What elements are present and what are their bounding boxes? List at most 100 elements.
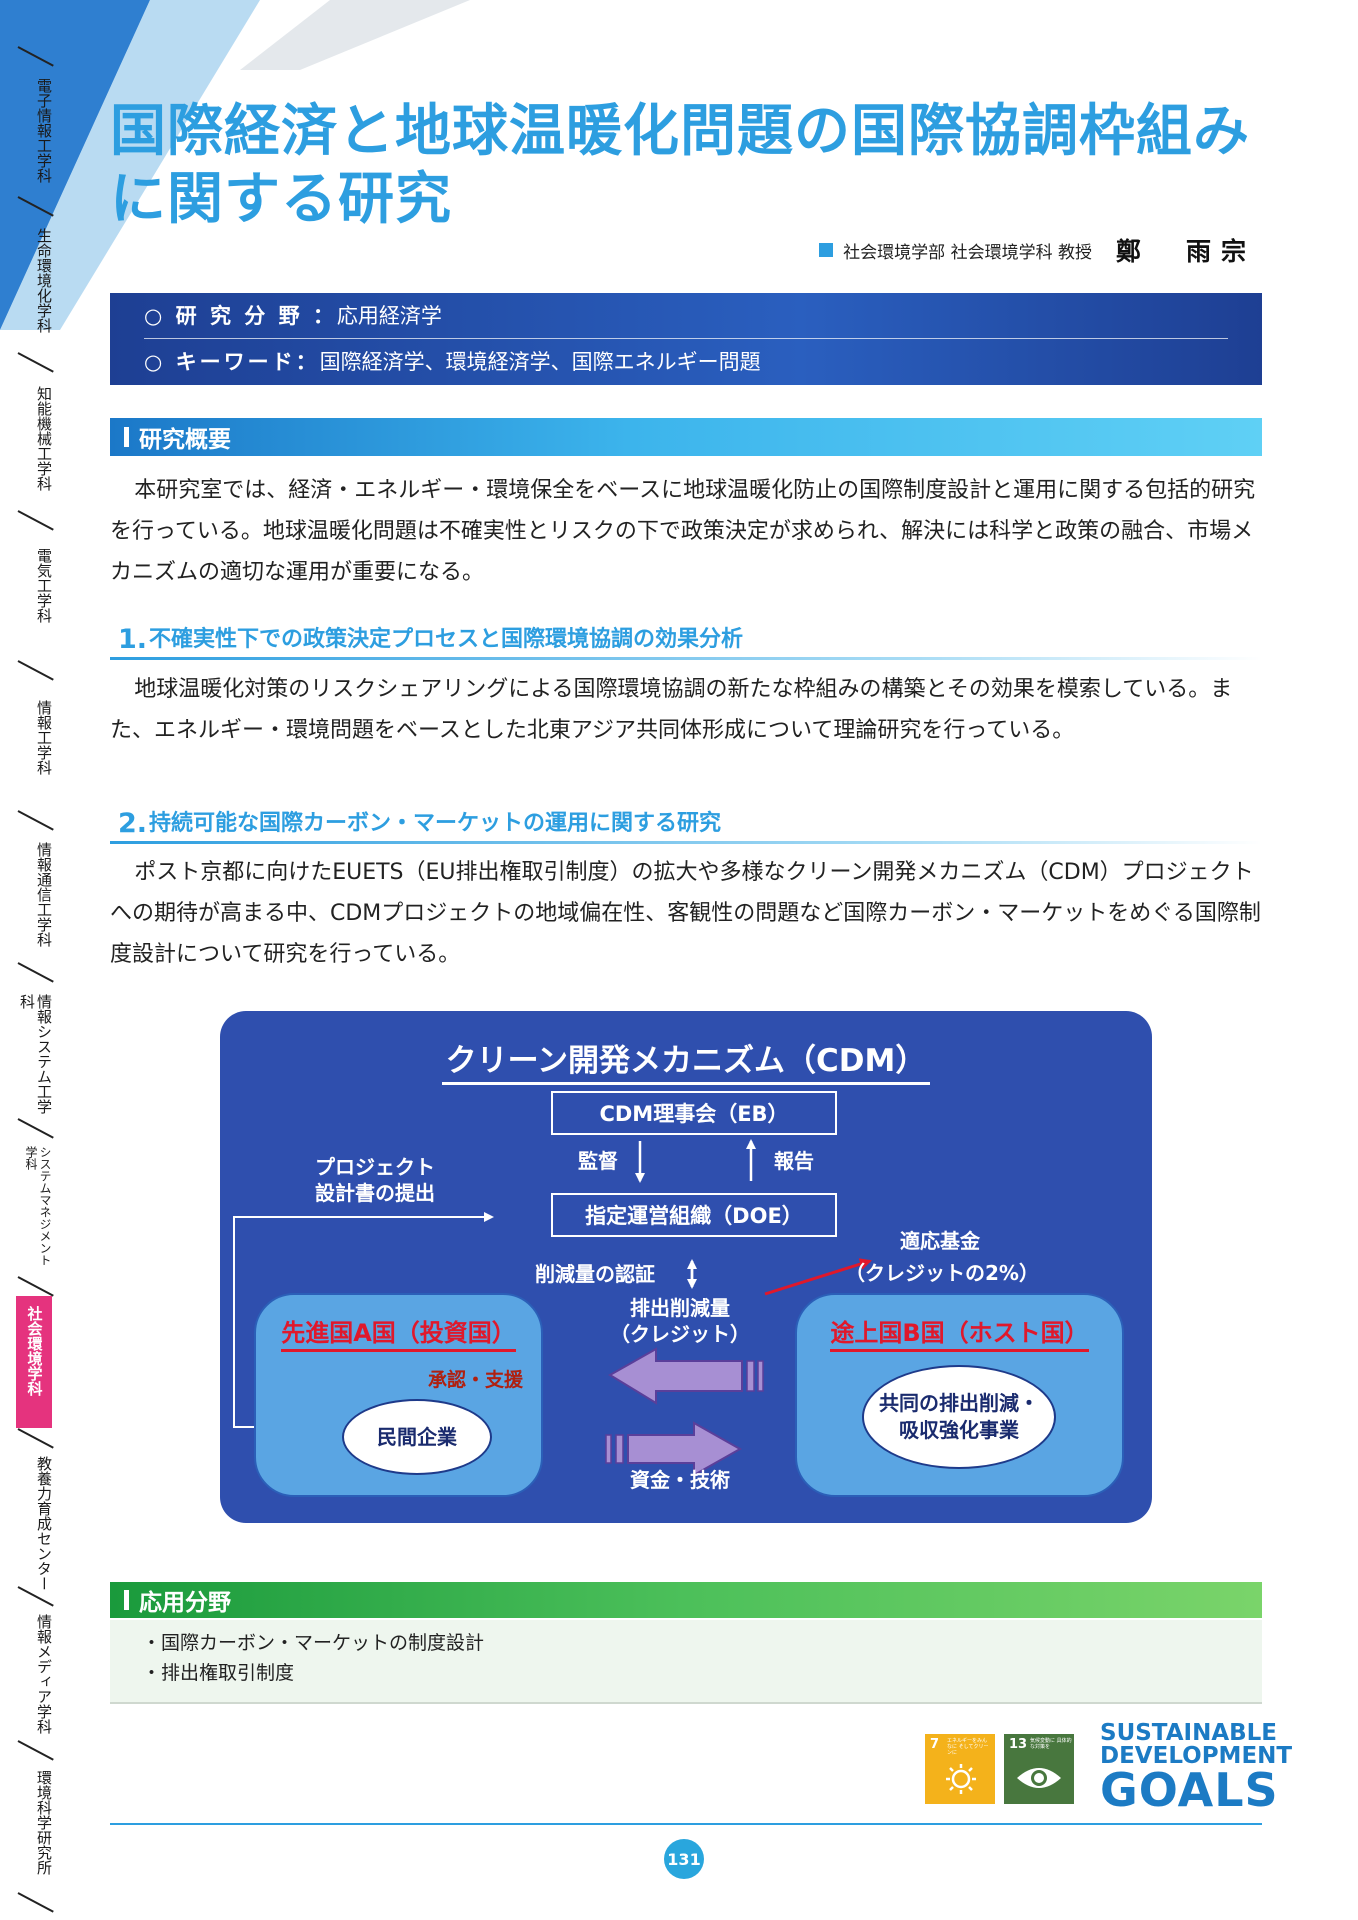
country-b-box: 途上国B国（ホスト国） 共同の排出削減・ 吸収強化事業 <box>795 1293 1124 1497</box>
title-line-2: に関する研究 <box>110 167 452 232</box>
section2-text: ポスト京都に向けたEUETS（EU排出権取引制度）の拡大や多様なクリーン開発メカ… <box>110 860 1261 967</box>
joint-line-2: 吸収強化事業 <box>899 1418 1019 1442</box>
sdg-goal-7-icon: 7 エネルギーをみんなに そしてクリーンに <box>925 1734 995 1804</box>
overview-heading: 研究概要 <box>139 427 231 453</box>
diagram-connectors <box>233 1139 872 1477</box>
adapt-line-2: （クレジットの2%） <box>845 1261 1039 1285</box>
nav-item-info-eng[interactable]: 情報工学科 <box>35 700 53 775</box>
overview-text: 本研究室では、経済・エネルギー・環境保全をベースに地球温暖化防止の国際制度設計と… <box>110 478 1256 585</box>
nav-item-social-env[interactable]: 社会環境学科 <box>16 1296 52 1428</box>
page-number: 131 <box>664 1839 704 1879</box>
side-navigation: 電子情報工学科 生命環境化学科 知能機械工学科 電気工学科 情報工学科 情報通信… <box>0 0 60 1920</box>
nav-separator <box>17 1892 54 1913</box>
applications-header: 応用分野 <box>110 1582 1262 1618</box>
country-a-title: 先進国A国（投資国） <box>256 1313 541 1352</box>
keyword-value: 国際経済学、環境経済学、国際エネルギー問題 <box>319 350 761 374</box>
overview-header: 研究概要 <box>110 418 1262 456</box>
project-line-2: 設計書の提出 <box>315 1181 435 1205</box>
section1-text: 地球温暖化対策のリスクシェアリングによる国際環境協調の新たな枠組みの構築とその効… <box>110 677 1233 743</box>
nav-item-life-env-chem[interactable]: 生命環境化学科 <box>35 228 53 333</box>
nav-item-info-comm[interactable]: 情報通信工学科 <box>35 842 53 947</box>
sdgs-logo: SUSTAINABLE DEVELOPMENT GOALS <box>1100 1720 1293 1817</box>
bar-mark-icon <box>124 427 129 447</box>
sdg-goal-13-icon: 13 気候変動に 具体的な対策を <box>1004 1734 1074 1804</box>
report-label: 報告 <box>774 1149 814 1173</box>
section1-underline <box>110 657 1262 660</box>
nav-separator <box>17 1428 54 1449</box>
cdm-diagram: クリーン開発メカニズム（CDM） CDM理事会（EB） 監督 報告 指定運営組織… <box>220 1011 1152 1523</box>
country-b-title-text: 途上国B国（ホスト国） <box>830 1319 1089 1352</box>
author-row: 社会環境学部 社会環境学科 教授 鄭 雨宗 <box>819 232 1256 268</box>
section1-number: 1. <box>118 624 148 655</box>
author-name: 鄭 雨宗 <box>1115 237 1256 266</box>
sdg-logo-line-1: SUSTAINABLE <box>1100 1720 1278 1746</box>
funds-arrow <box>605 1421 743 1477</box>
country-b-title: 途上国B国（ホスト国） <box>797 1313 1122 1352</box>
nav-separator <box>17 46 54 67</box>
sdg7-caption: エネルギーをみんなに そしてクリーンに <box>947 1738 989 1756</box>
joint-project-oval: 共同の排出削減・ 吸収強化事業 <box>862 1365 1056 1469</box>
nav-separator <box>17 660 54 681</box>
section1-title: 不確実性下での政策決定プロセスと国際環境協調の効果分析 <box>149 627 744 652</box>
sdg-logo-line-2: DEVELOPMENT <box>1100 1743 1293 1769</box>
emission-credit-label: 排出削減量 （クレジット） <box>600 1295 760 1347</box>
joint-line-1: 共同の排出削減・ <box>879 1391 1039 1415</box>
nav-item-system-management[interactable]: システムマネジメント学科 <box>24 1146 52 1266</box>
footer-line <box>110 1823 1262 1825</box>
country-a-box: 先進国A国（投資国） 承認・支援 民間企業 <box>254 1293 543 1497</box>
applications-list: ・国際カーボン・マーケットの制度設計 ・排出権取引制度 <box>110 1620 1262 1704</box>
private-company-oval: 民間企業 <box>342 1399 492 1475</box>
keyword-label: ○ キーワード： <box>144 350 320 374</box>
info-divider <box>144 338 1228 339</box>
nav-item-info-media[interactable]: 情報メディア学科 <box>35 1614 53 1734</box>
nav-item-intelligent-mech[interactable]: 知能機械工学科 <box>35 386 53 491</box>
section2-underline <box>110 841 1262 844</box>
project-submission-label: プロジェクト 設計書の提出 <box>280 1154 470 1206</box>
section2-number: 2. <box>118 808 148 839</box>
research-info-band: ○ 研 究 分 野 ： 応用経済学 ○ キーワード： 国際経済学、環境経済学、国… <box>110 293 1262 385</box>
nav-separator <box>17 1276 54 1297</box>
diagram-title-text: クリーン開発メカニズム（CDM） <box>441 1043 931 1085</box>
application-item: ・排出権取引制度 <box>142 1662 295 1684</box>
approve-support-label: 承認・支援 <box>428 1369 524 1391</box>
adaptation-fund-label: 適応基金 （クレジットの2%） <box>845 1228 1039 1286</box>
sdg7-number: 7 <box>930 1737 940 1752</box>
country-a-title-text: 先進国A国（投資国） <box>281 1319 516 1352</box>
nav-separator <box>17 196 54 217</box>
section2-heading: 2. 持続可能な国際カーボン・マーケットの運用に関する研究 <box>118 797 1262 839</box>
title-line-1: 国際経済と地球温暖化問題の国際協調枠組み <box>110 99 1250 164</box>
credit-arrow <box>608 1347 764 1405</box>
nav-item-electrical[interactable]: 電気工学科 <box>35 548 53 623</box>
credit-line-2: （クレジット） <box>610 1322 750 1346</box>
corner-decoration <box>0 0 470 330</box>
nav-item-liberal-arts[interactable]: 教養力育成センター <box>35 1456 53 1591</box>
nav-item-info-system[interactable]: 情報システム工学科 <box>18 994 53 1114</box>
author-department: 社会環境学部 社会環境学科 教授 <box>843 242 1092 263</box>
research-field-label: ○ 研 究 分 野 ： <box>144 304 337 328</box>
page-title: 国際経済と地球温暖化問題の国際協調枠組み に関する研究 <box>110 98 1260 234</box>
eye-globe-icon <box>1017 1768 1061 1788</box>
diagram-title: クリーン開発メカニズム（CDM） <box>220 1035 1152 1085</box>
sdg-logo-line-3: GOALS <box>1100 1763 1279 1817</box>
funds-tech-label: 資金・技術 <box>630 1468 730 1492</box>
research-field-row: ○ 研 究 分 野 ： 応用経済学 <box>144 300 442 330</box>
doe-box: 指定運営組織（DOE） <box>551 1193 837 1237</box>
sdg13-number: 13 <box>1009 1737 1028 1752</box>
nav-item-electronic-info[interactable]: 電子情報工学科 <box>35 78 53 183</box>
project-line-1: プロジェクト <box>315 1155 435 1179</box>
nav-item-env-science[interactable]: 環境科学研究所 <box>35 1770 53 1875</box>
supervise-label: 監督 <box>578 1149 618 1173</box>
nav-separator <box>17 810 54 831</box>
bar-mark-icon <box>124 1590 129 1610</box>
research-field-value: 応用経済学 <box>336 304 442 328</box>
sun-icon <box>946 1764 976 1794</box>
adapt-line-1: 適応基金 <box>900 1229 980 1253</box>
square-bullet-icon <box>819 243 834 257</box>
credit-line-1: 排出削減量 <box>630 1296 730 1320</box>
sdg13-caption: 気候変動に 具体的な対策を <box>1030 1738 1072 1750</box>
applications-heading: 応用分野 <box>139 1590 231 1616</box>
nav-separator <box>17 1740 54 1761</box>
eb-box: CDM理事会（EB） <box>551 1091 837 1135</box>
keyword-row: ○ キーワード： 国際経済学、環境経済学、国際エネルギー問題 <box>144 346 761 376</box>
section2-title: 持続可能な国際カーボン・マーケットの運用に関する研究 <box>149 811 722 836</box>
